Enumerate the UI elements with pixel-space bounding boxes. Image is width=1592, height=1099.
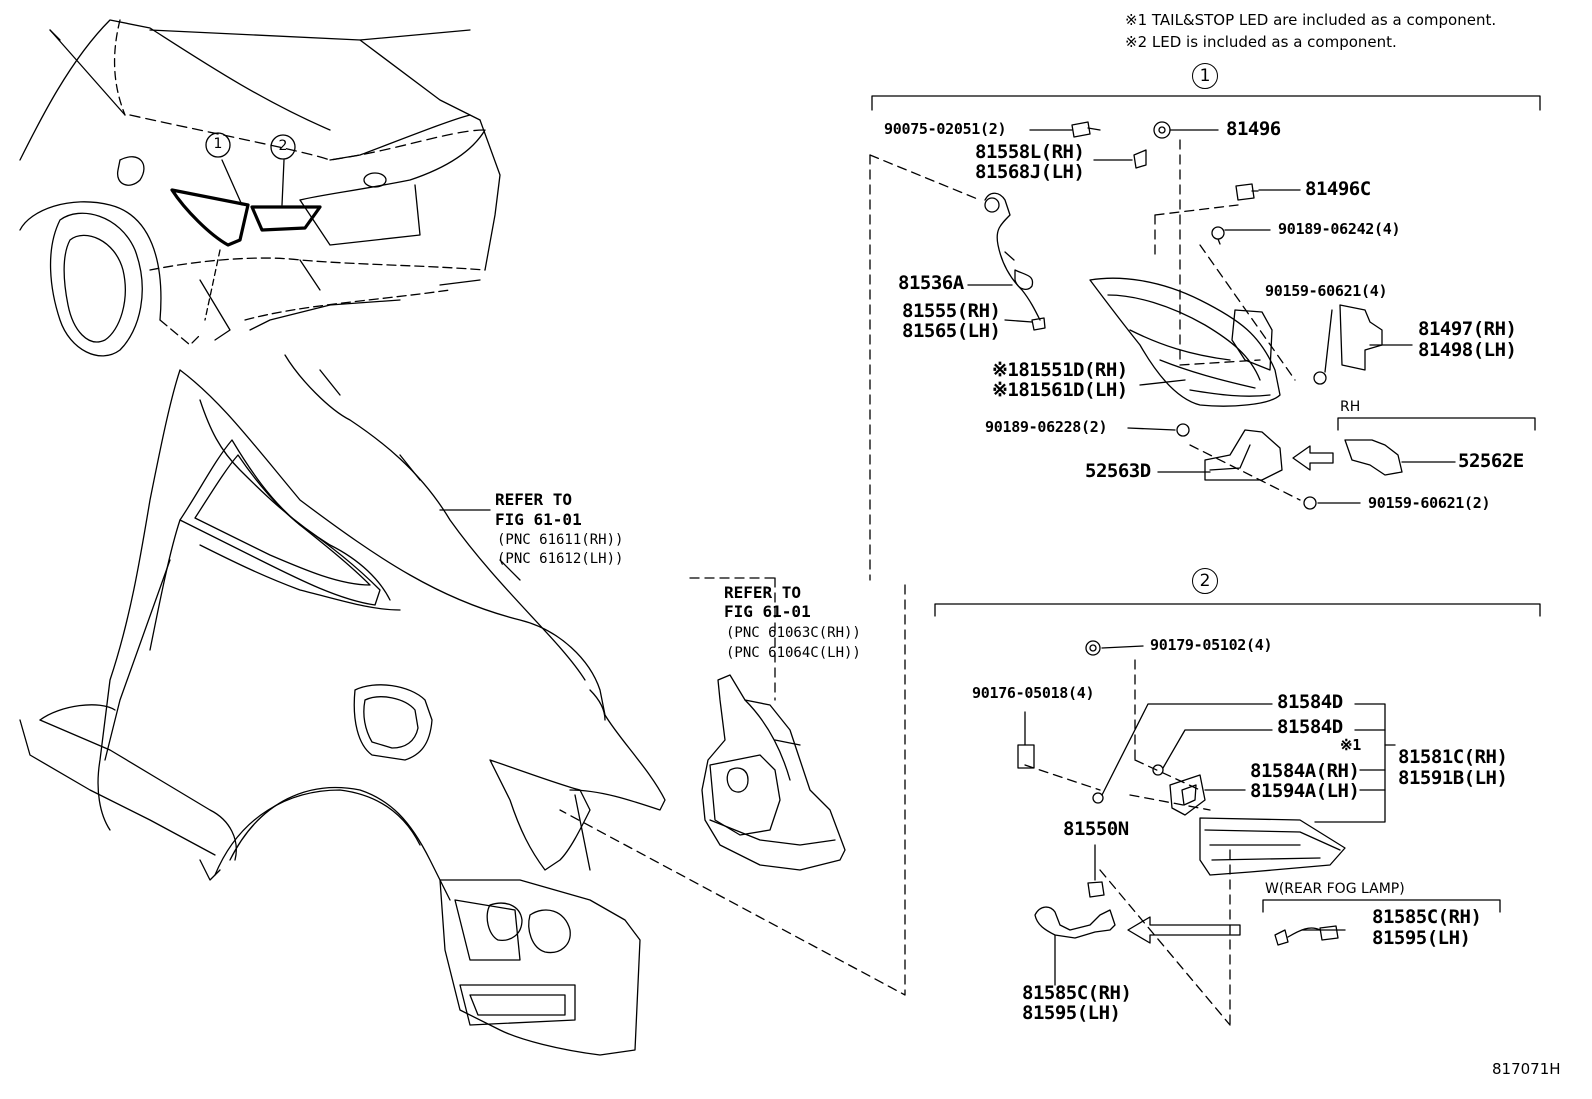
rh-header: RH — [1340, 399, 1361, 415]
part-81595-left: 81595(LH) — [1022, 1002, 1121, 1024]
part-90075-02051: 90075-02051(2) — [884, 120, 1007, 138]
part-90189-06242: 90189-06242(4) — [1278, 220, 1401, 238]
part-90159-60621-2: 90159-60621(2) — [1368, 494, 1491, 512]
group-2-marker: 2 — [1192, 568, 1218, 594]
part-90176-05018: 90176-05018(4) — [972, 684, 1095, 702]
refer-panel-pnc-lh: (PNC 61064C(LH)) — [726, 645, 861, 661]
refer-body-line1: REFER TO — [495, 490, 573, 509]
quarter-panel-body — [19, 354, 666, 1056]
part-81558L: 81558L(RH) — [975, 141, 1085, 163]
part-81550N: 81550N — [1063, 818, 1129, 840]
part-81591B: 81591B(LH) — [1398, 767, 1508, 789]
part-81584A: 81584A(RH) — [1250, 760, 1360, 782]
part-81595-right: 81595(LH) — [1372, 927, 1471, 949]
part-90159-60621-4: 90159-60621(4) — [1265, 282, 1388, 300]
part-52563D: 52563D — [1085, 460, 1151, 482]
part-81555: 81555(RH) — [902, 300, 1001, 322]
part-90189-06228: 90189-06228(2) — [985, 418, 1108, 436]
rear-lamp-group2 — [1017, 640, 1346, 946]
group-1-marker: 1 — [1192, 63, 1218, 89]
part-81581C: 81581C(RH) — [1398, 746, 1508, 768]
car-callout-2: 2 — [278, 138, 288, 154]
part-81585C-right: 81585C(RH) — [1372, 906, 1482, 928]
leader-lines — [439, 129, 1456, 986]
part-81584D-b: 81584D — [1277, 716, 1343, 738]
part-81496: 81496 — [1226, 118, 1281, 140]
refer-panel-line2: FIG 61-01 — [724, 602, 811, 621]
part-81561D: ※181561D(LH) — [992, 379, 1128, 401]
part-81496C: 81496C — [1305, 178, 1371, 200]
part-81551D: ※181551D(RH) — [992, 359, 1128, 381]
part-81585C-left: 81585C(RH) — [1022, 982, 1132, 1004]
mark-note-1: ※1 — [1340, 736, 1361, 754]
refer-body-pnc-lh: (PNC 61612(LH)) — [497, 551, 624, 567]
fog-lamp-header: W(REAR FOG LAMP) — [1265, 881, 1405, 897]
refer-body-pnc-rh: (PNC 61611(RH)) — [497, 532, 624, 548]
part-81594A: 81594A(LH) — [1250, 780, 1360, 802]
note-1: ※1 TAIL&STOP LED are included as a compo… — [1125, 11, 1497, 29]
part-81536A: 81536A — [898, 272, 964, 294]
refer-panel-line1: REFER TO — [724, 583, 802, 602]
inner-panel — [701, 674, 846, 871]
note-2: ※2 LED is included as a component. — [1125, 33, 1397, 51]
car-callout-1: 1 — [213, 136, 223, 152]
part-52562E: 52562E — [1458, 450, 1524, 472]
part-81498: 81498(LH) — [1418, 339, 1517, 361]
part-90179-05102: 90179-05102(4) — [1150, 636, 1273, 654]
figure-id: 817071H — [1492, 1060, 1561, 1078]
refer-body-line2: FIG 61-01 — [495, 510, 582, 529]
car-rear-overview — [19, 19, 501, 357]
tail-lamp-group1 — [984, 121, 1403, 510]
part-81565: 81565(LH) — [902, 320, 1001, 342]
part-81584D-a: 81584D — [1277, 691, 1343, 713]
refer-panel-pnc-rh: (PNC 61063C(RH)) — [726, 625, 861, 641]
part-81497: 81497(RH) — [1418, 318, 1517, 340]
dashed-leaders — [559, 139, 1301, 1026]
part-81568J: 81568J(LH) — [975, 161, 1085, 183]
